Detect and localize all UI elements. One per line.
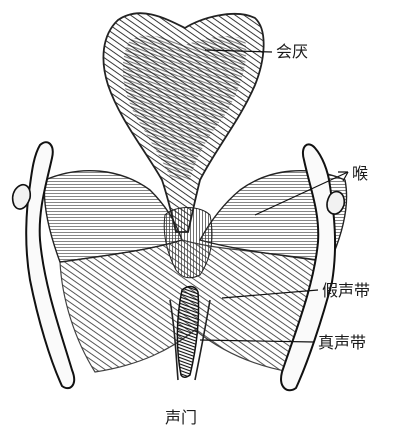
right-cartilage-knob <box>327 192 344 214</box>
epiglottis-label: 会厌 <box>276 44 308 60</box>
false-vocal-cords-label: 假声带 <box>322 283 370 299</box>
glottis-opening <box>177 286 198 377</box>
epiglottis-shading <box>123 36 246 180</box>
glottis-label: 声门 <box>165 410 197 426</box>
larynx-label: 喉 <box>352 166 368 182</box>
true-vocal-cords-label: 真声带 <box>318 335 366 351</box>
